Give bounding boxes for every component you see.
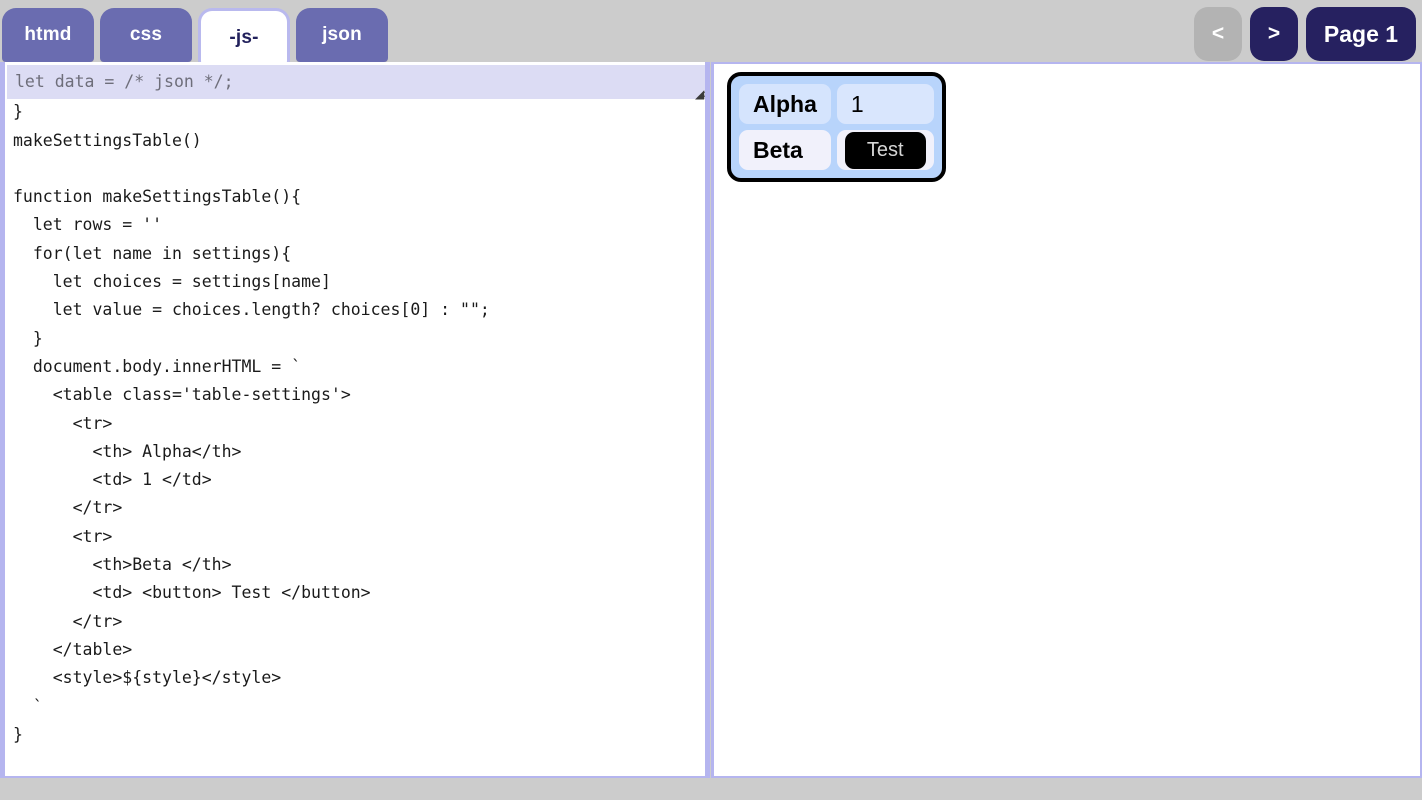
table-row: Alpha 1 <box>739 84 934 124</box>
navigation-controls: < > Page 1 <box>1194 7 1416 61</box>
tab-bar: htmd css -js- json <box>0 8 388 64</box>
preview-pane: Alpha 1 Beta Test <box>711 62 1422 778</box>
tab-json[interactable]: json <box>296 8 388 62</box>
data-declaration-input[interactable] <box>7 65 705 99</box>
bottom-strip <box>0 778 1422 800</box>
table-row: Beta Test <box>739 130 934 170</box>
tab-js[interactable]: -js- <box>198 8 290 64</box>
next-page-button[interactable]: > <box>1250 7 1298 61</box>
code-editor-pane: 'beta' : words('a b c d e') } makeSettin… <box>0 62 710 778</box>
top-bar: htmd css -js- json < > Page 1 <box>0 0 1422 64</box>
setting-name-beta: Beta <box>739 130 831 170</box>
setting-name-alpha: Alpha <box>739 84 831 124</box>
test-button[interactable]: Test <box>844 131 926 169</box>
settings-table: Alpha 1 Beta Test <box>727 72 946 182</box>
code-text[interactable]: 'beta' : words('a b c d e') } makeSettin… <box>13 74 490 744</box>
page-indicator-button[interactable]: Page 1 <box>1306 7 1416 61</box>
tab-css[interactable]: css <box>100 8 192 62</box>
previous-page-button[interactable]: < <box>1194 7 1242 61</box>
setting-value-alpha: 1 <box>836 84 934 124</box>
tab-htmd[interactable]: htmd <box>2 8 94 62</box>
setting-value-beta: Test <box>836 130 934 170</box>
